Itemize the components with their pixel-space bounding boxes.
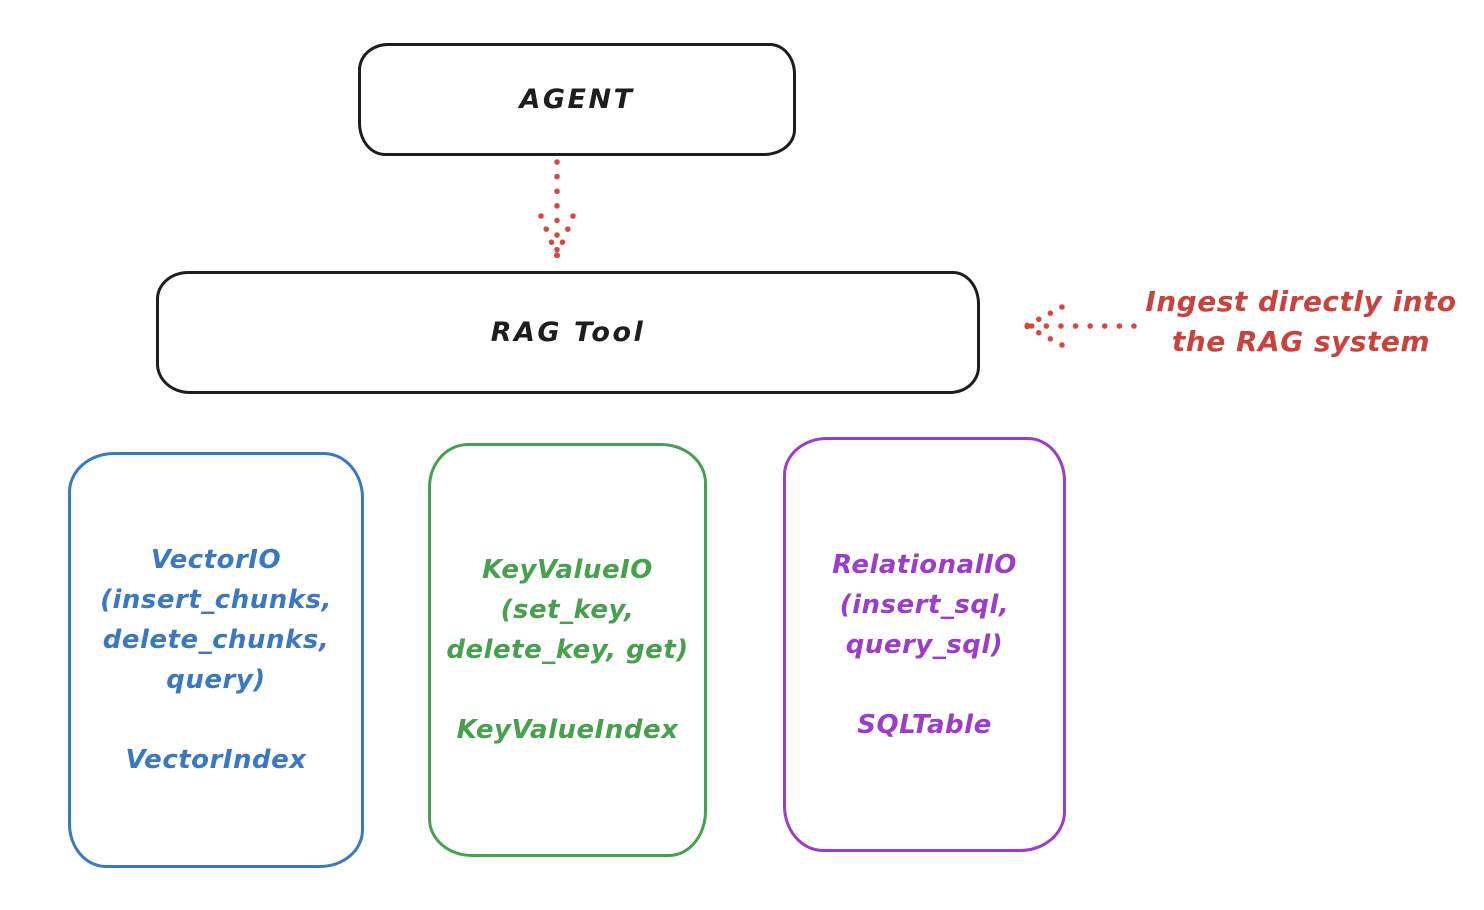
backend-node-relational-io: RelationalIO (insert_sql, query_sql) SQL… (783, 437, 1066, 852)
backend-signature-line: query_sql) (845, 629, 1004, 660)
down-arrow-icon (538, 159, 576, 259)
backend-node-vector-io: VectorIO (insert_chunks, delete_chunks, … (68, 452, 364, 868)
ingest-annotation-line2: the RAG system (1171, 325, 1431, 358)
backend-index-label: VectorIndex (125, 745, 307, 775)
backend-signature-line: delete_key, get) (446, 635, 689, 665)
backend-signature-line: VectorIO (150, 545, 282, 575)
backend-signature-line: (set_key, (500, 595, 635, 625)
backend-signature-line: RelationalIO (832, 549, 1017, 580)
rag-tool-label: RAG Tool (490, 317, 646, 348)
backend-signature-line: query) (166, 665, 266, 695)
backend-signature-line: KeyValueIO (482, 555, 653, 585)
ingest-annotation-line1: Ingest directly into (1145, 285, 1457, 318)
backend-index-label: KeyValueIndex (456, 715, 679, 745)
backend-signature-line: delete_chunks, (102, 625, 330, 655)
ingest-annotation: Ingest directly into the RAG system (1128, 282, 1474, 362)
backend-node-keyvalue-io: KeyValueIO (set_key, delete_key, get) Ke… (428, 443, 707, 857)
rag-tool-node: RAG Tool (156, 271, 980, 394)
agent-label: AGENT (519, 84, 635, 115)
backend-signature-line: (insert_sql, (839, 589, 1010, 620)
backend-index-label: SQLTable (857, 709, 992, 740)
backend-signature-line: (insert_chunks, (100, 585, 332, 615)
left-arrow-icon (1023, 304, 1137, 348)
agent-node: AGENT (358, 43, 796, 156)
